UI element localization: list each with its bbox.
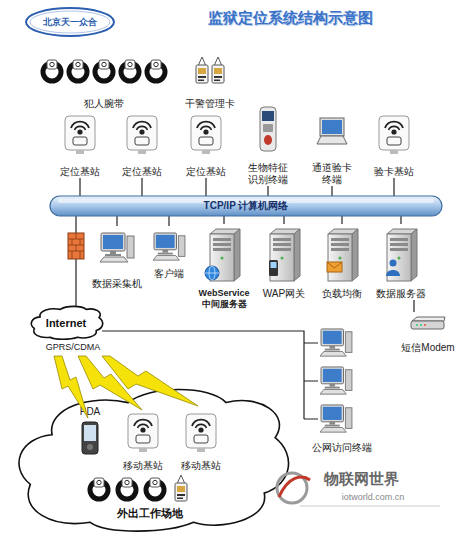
pda: PDA [70,406,110,458]
internet-cloud: Internet [30,306,102,340]
base-station: 验卡基站 [368,110,420,178]
node-label: 公网访问终端 [312,442,372,454]
connector [413,300,414,312]
field-wristband-icons [90,475,187,501]
node-label: 定位基站 [186,166,226,178]
node-label: 外出工作场地 [117,507,183,520]
node-label: 客户端 [154,268,184,280]
node-label: 通道验卡 终端 [304,162,360,186]
node-label: TCP/IP 计算机网络 [204,200,289,212]
computer-icon [153,233,185,260]
terminal-icon [317,118,347,144]
node-label: 定位基站 [122,166,162,178]
node-label: 数据采集机 [92,278,142,290]
phone-symbol [269,260,278,276]
terminal-group: 公网访问终端 [296,322,388,454]
cloud-outline [19,389,289,531]
wristband-icons [43,60,165,81]
person-symbol [386,260,400,277]
cloud-outline [31,306,102,339]
company-logo-text: 北京天一众合 [30,16,110,29]
server: WAP网关 [258,224,310,300]
computer-icon [100,233,134,262]
node-label: 短信Modem [401,342,454,354]
base-station: 定位基站 [118,110,166,178]
envelope-symbol [327,262,342,272]
server: 负载均衡 [316,224,368,300]
biometric-icon [260,107,276,151]
node-label: 数据服务器 [376,288,426,300]
card-group: 干警管理卡 [180,48,240,110]
bus-wire [296,331,318,419]
connector [400,216,401,224]
firewall-symbol [68,233,84,259]
biometric-terminal: 生物特征 识别终端 [240,104,296,186]
node-label: PDA [80,406,101,418]
connector [283,216,284,224]
diagram-title: 监狱定位系统结构示意图 [140,9,440,28]
node-label: Internet [46,317,86,330]
connector [79,178,80,196]
node-label: 生物特征 识别终端 [240,162,296,186]
computer: 数据采集机 [92,226,142,290]
base-station-icon [128,414,158,452]
globe-symbol [205,266,219,280]
modem-icon [411,317,445,329]
card-icons [196,57,224,83]
base-station-icons [65,116,409,154]
watermark-logo [277,473,440,506]
base-station: 定位基站 [56,110,104,178]
card-check-terminal: 通道验卡 终端 [304,104,360,186]
connector [223,216,224,224]
connector [141,178,142,196]
node-label: 移动基站 [181,460,221,472]
computer: 客户端 [146,226,192,280]
connector [205,178,206,196]
pipe-body [50,196,442,216]
node-label: 移动基站 [123,460,163,472]
connector [102,330,296,331]
connector [267,186,268,196]
pda-icon [82,422,98,454]
network-bus: TCP/IP 计算机网络 [50,196,442,216]
node-label: 验卡基站 [374,166,414,178]
server-icons [210,229,417,281]
node-label: 定位基站 [60,166,100,178]
connector [168,216,169,226]
public-terminal-icons [320,329,352,432]
field-cloud: 外出工作场地 PDA 移动基站 移动基站 [14,388,286,534]
mobile-base-station: 移动基站 [176,408,226,472]
connector [331,186,332,196]
node-label: 犯人腕带 [84,98,124,110]
connector [75,216,76,306]
modem: 短信Modem [398,312,458,354]
node-label: WebService 中间服务器 [194,288,254,310]
base-station: 定位基站 [182,110,230,178]
mobile-base-station: 移动基站 [118,408,168,472]
watermark: 物联网世界 [306,470,416,489]
node-label: 干警管理卡 [185,98,235,110]
network-type: GPRS/CDMA [38,342,108,352]
wireless-bolts [54,356,198,418]
server: 数据服务器 [372,224,430,300]
node-label: WAP网关 [263,288,305,300]
node-label: 负载均衡 [322,288,362,300]
server: WebService 中间服务器 [194,224,254,310]
connector [393,178,394,196]
base-station-icon [186,414,216,452]
company-logo [26,8,114,36]
wristband-group: 犯人腕带 [36,48,172,110]
watermark-url: iotworld.com.cn [318,492,428,502]
connector [341,216,342,224]
connector [116,216,117,226]
